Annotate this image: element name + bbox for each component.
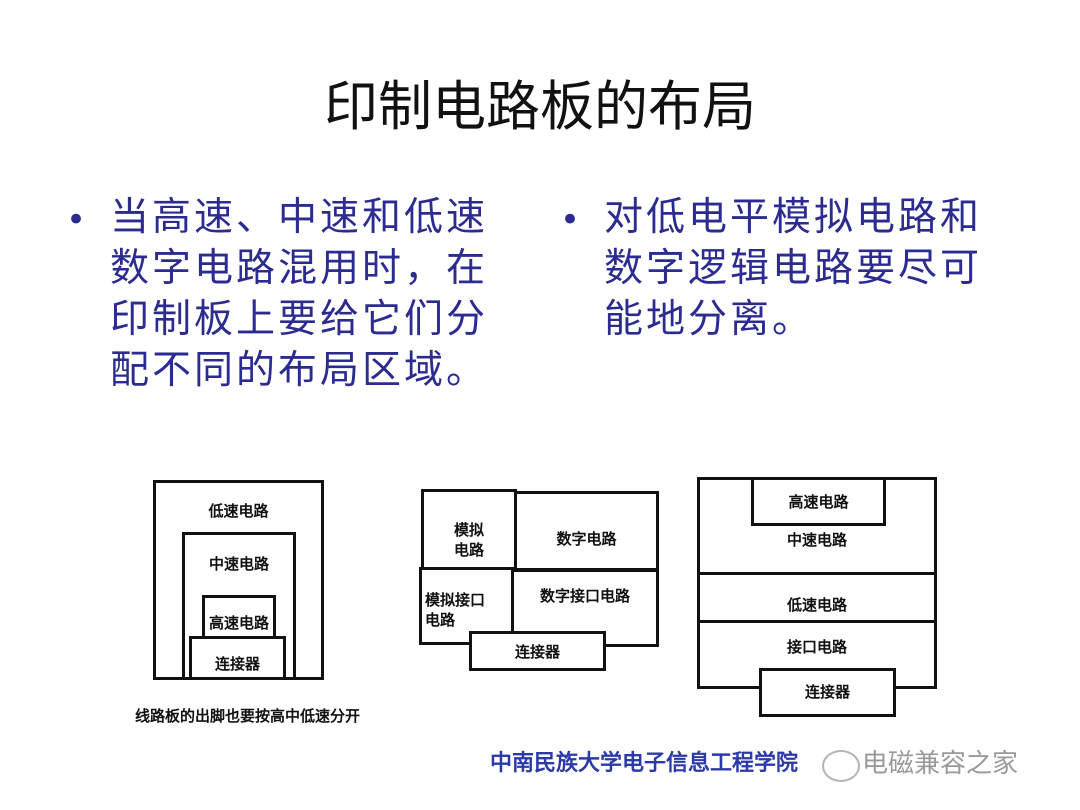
low-speed-label: 低速电路 [786, 596, 847, 614]
high-speed-region [751, 477, 886, 526]
connector-label: 连接器 [214, 655, 260, 673]
text-line: 配不同的布局区域。 [110, 348, 489, 393]
text-line: 能地分离。 [604, 297, 815, 342]
connector-region [759, 668, 896, 717]
connector-label: 连接器 [804, 683, 850, 701]
connector-region [469, 631, 606, 671]
slide-title: 印制电路板的布局 [324, 75, 756, 138]
connector-label: 连接器 [514, 643, 560, 661]
text-line: 印制板上要给它们分 [110, 297, 489, 342]
text-line: 对低电平模拟电路和 [604, 195, 983, 240]
text-line: 数字电路混用时，在 [110, 246, 489, 291]
high-speed-label: 高速电路 [208, 614, 269, 632]
label-line: 电路 [425, 611, 456, 629]
bullet-left-text: 当高速、中速和低速 数字电路混用时，在 印制板上要给它们分 配不同的布局区域。 [110, 192, 488, 396]
bullet-right-text: 对低电平模拟电路和 数字逻辑电路要尽可 能地分离。 [604, 192, 982, 345]
watermark: 电磁兼容之家 [862, 749, 1019, 779]
diagram-caption: 线路板的出脚也要按高中低速分开 [135, 707, 361, 725]
text-line: 当高速、中速和低速 [110, 195, 489, 240]
connector-region [189, 636, 286, 680]
divider-line [697, 620, 937, 623]
digital-interface-label: 数字接口电路 [539, 587, 630, 605]
analog-interface-label: 模拟接口 电路 [425, 590, 510, 630]
bullet-icon: • [66, 200, 87, 240]
analog-label: 模拟 电路 [421, 520, 517, 560]
footer-institution: 中南民族大学电子信息工程学院 [490, 751, 799, 776]
digital-label: 数字电路 [556, 530, 617, 548]
wechat-icon [822, 750, 860, 782]
bullet-icon: • [560, 200, 581, 240]
label-line: 模拟 [453, 521, 484, 539]
mid-speed-label: 中速电路 [208, 555, 269, 573]
divider-line [697, 572, 937, 575]
mid-speed-label: 中速电路 [786, 531, 847, 549]
high-speed-label: 高速电路 [788, 493, 849, 511]
low-speed-label: 低速电路 [208, 502, 269, 520]
label-line: 电路 [453, 541, 484, 559]
text-line: 数字逻辑电路要尽可 [604, 246, 983, 291]
interface-label: 接口电路 [786, 638, 847, 656]
label-line: 模拟接口 [425, 591, 486, 609]
